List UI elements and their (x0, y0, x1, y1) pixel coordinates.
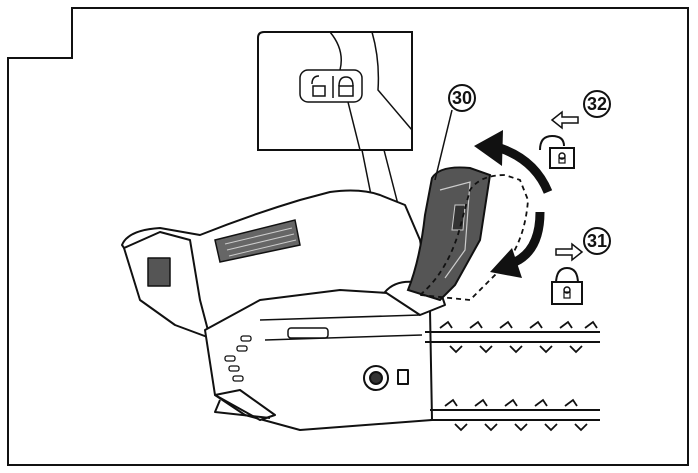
vent-slots (224, 335, 252, 382)
chain-bottom (430, 398, 600, 432)
lever-solid (406, 166, 492, 302)
frame (7, 7, 689, 466)
chainsaw-body (121, 189, 446, 431)
callout-31: 31 (551, 227, 611, 305)
padlock-open-icon (539, 134, 575, 169)
curved-arrow-down-icon (490, 211, 545, 278)
chain-top (425, 320, 600, 354)
svg-text:30: 30 (452, 88, 472, 108)
callout-30: 30 (434, 84, 476, 181)
svg-text:31: 31 (587, 231, 607, 251)
inset-unlock-icon (311, 75, 326, 97)
direction-arrow-left-icon (550, 110, 579, 130)
padlock-closed-icon (551, 266, 583, 305)
svg-text:32: 32 (587, 94, 607, 114)
curved-arrow-up-icon (474, 130, 553, 194)
inset-lock-icon (338, 76, 354, 97)
direction-arrow-right-icon (555, 242, 584, 262)
callout-32: 32 (539, 90, 611, 169)
grip-texture (214, 219, 301, 263)
inset-detail (257, 31, 421, 301)
